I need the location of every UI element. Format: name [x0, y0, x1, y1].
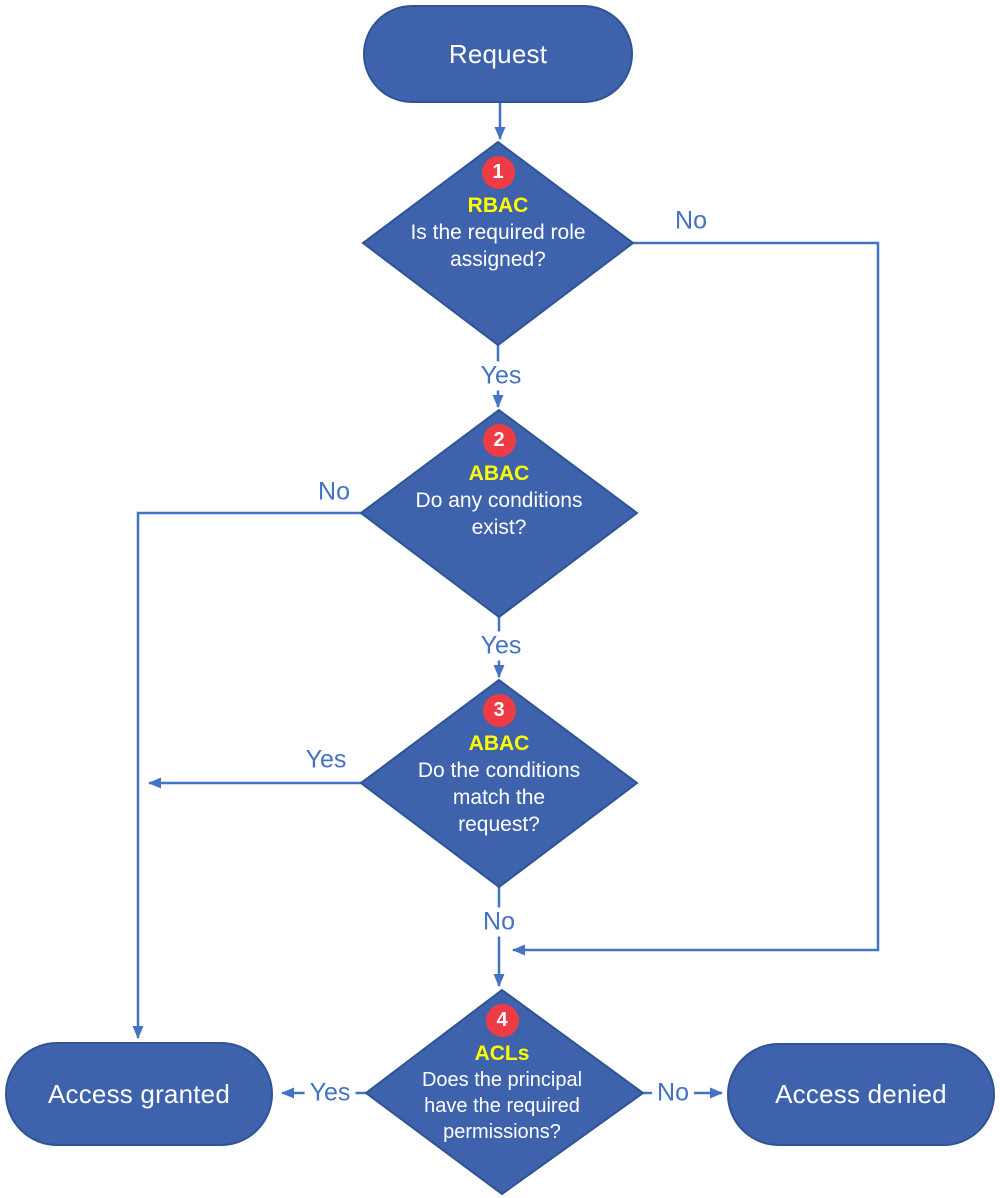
edge-label-d3-yes: Yes — [300, 745, 352, 775]
edge-label-d2-yes: Yes — [475, 631, 527, 661]
edge-label-d4-yes: Yes — [304, 1078, 356, 1108]
start-node: Request — [363, 5, 633, 103]
access-denied-node: Access denied — [727, 1043, 995, 1146]
decision-3-shape — [359, 678, 639, 889]
edge-d2-no — [132, 511, 363, 1039]
decision-2-shape — [359, 408, 639, 619]
edge-label-d3-no: No — [478, 907, 520, 937]
edge-label-d1-yes: Yes — [475, 361, 527, 391]
edge-label-d1-no: No — [670, 206, 712, 236]
decision-4-shape — [364, 988, 645, 1196]
start-node-label: Request — [448, 38, 548, 69]
access-granted-node: Access granted — [5, 1042, 273, 1146]
access-granted-label: Access granted — [47, 1078, 230, 1109]
edge-label-d2-no: No — [313, 477, 355, 507]
decision-1-shape — [361, 140, 635, 347]
edge-label-d4-no: No — [652, 1078, 694, 1108]
access-denied-label: Access denied — [775, 1079, 947, 1109]
edge-d1-no — [512, 241, 880, 956]
